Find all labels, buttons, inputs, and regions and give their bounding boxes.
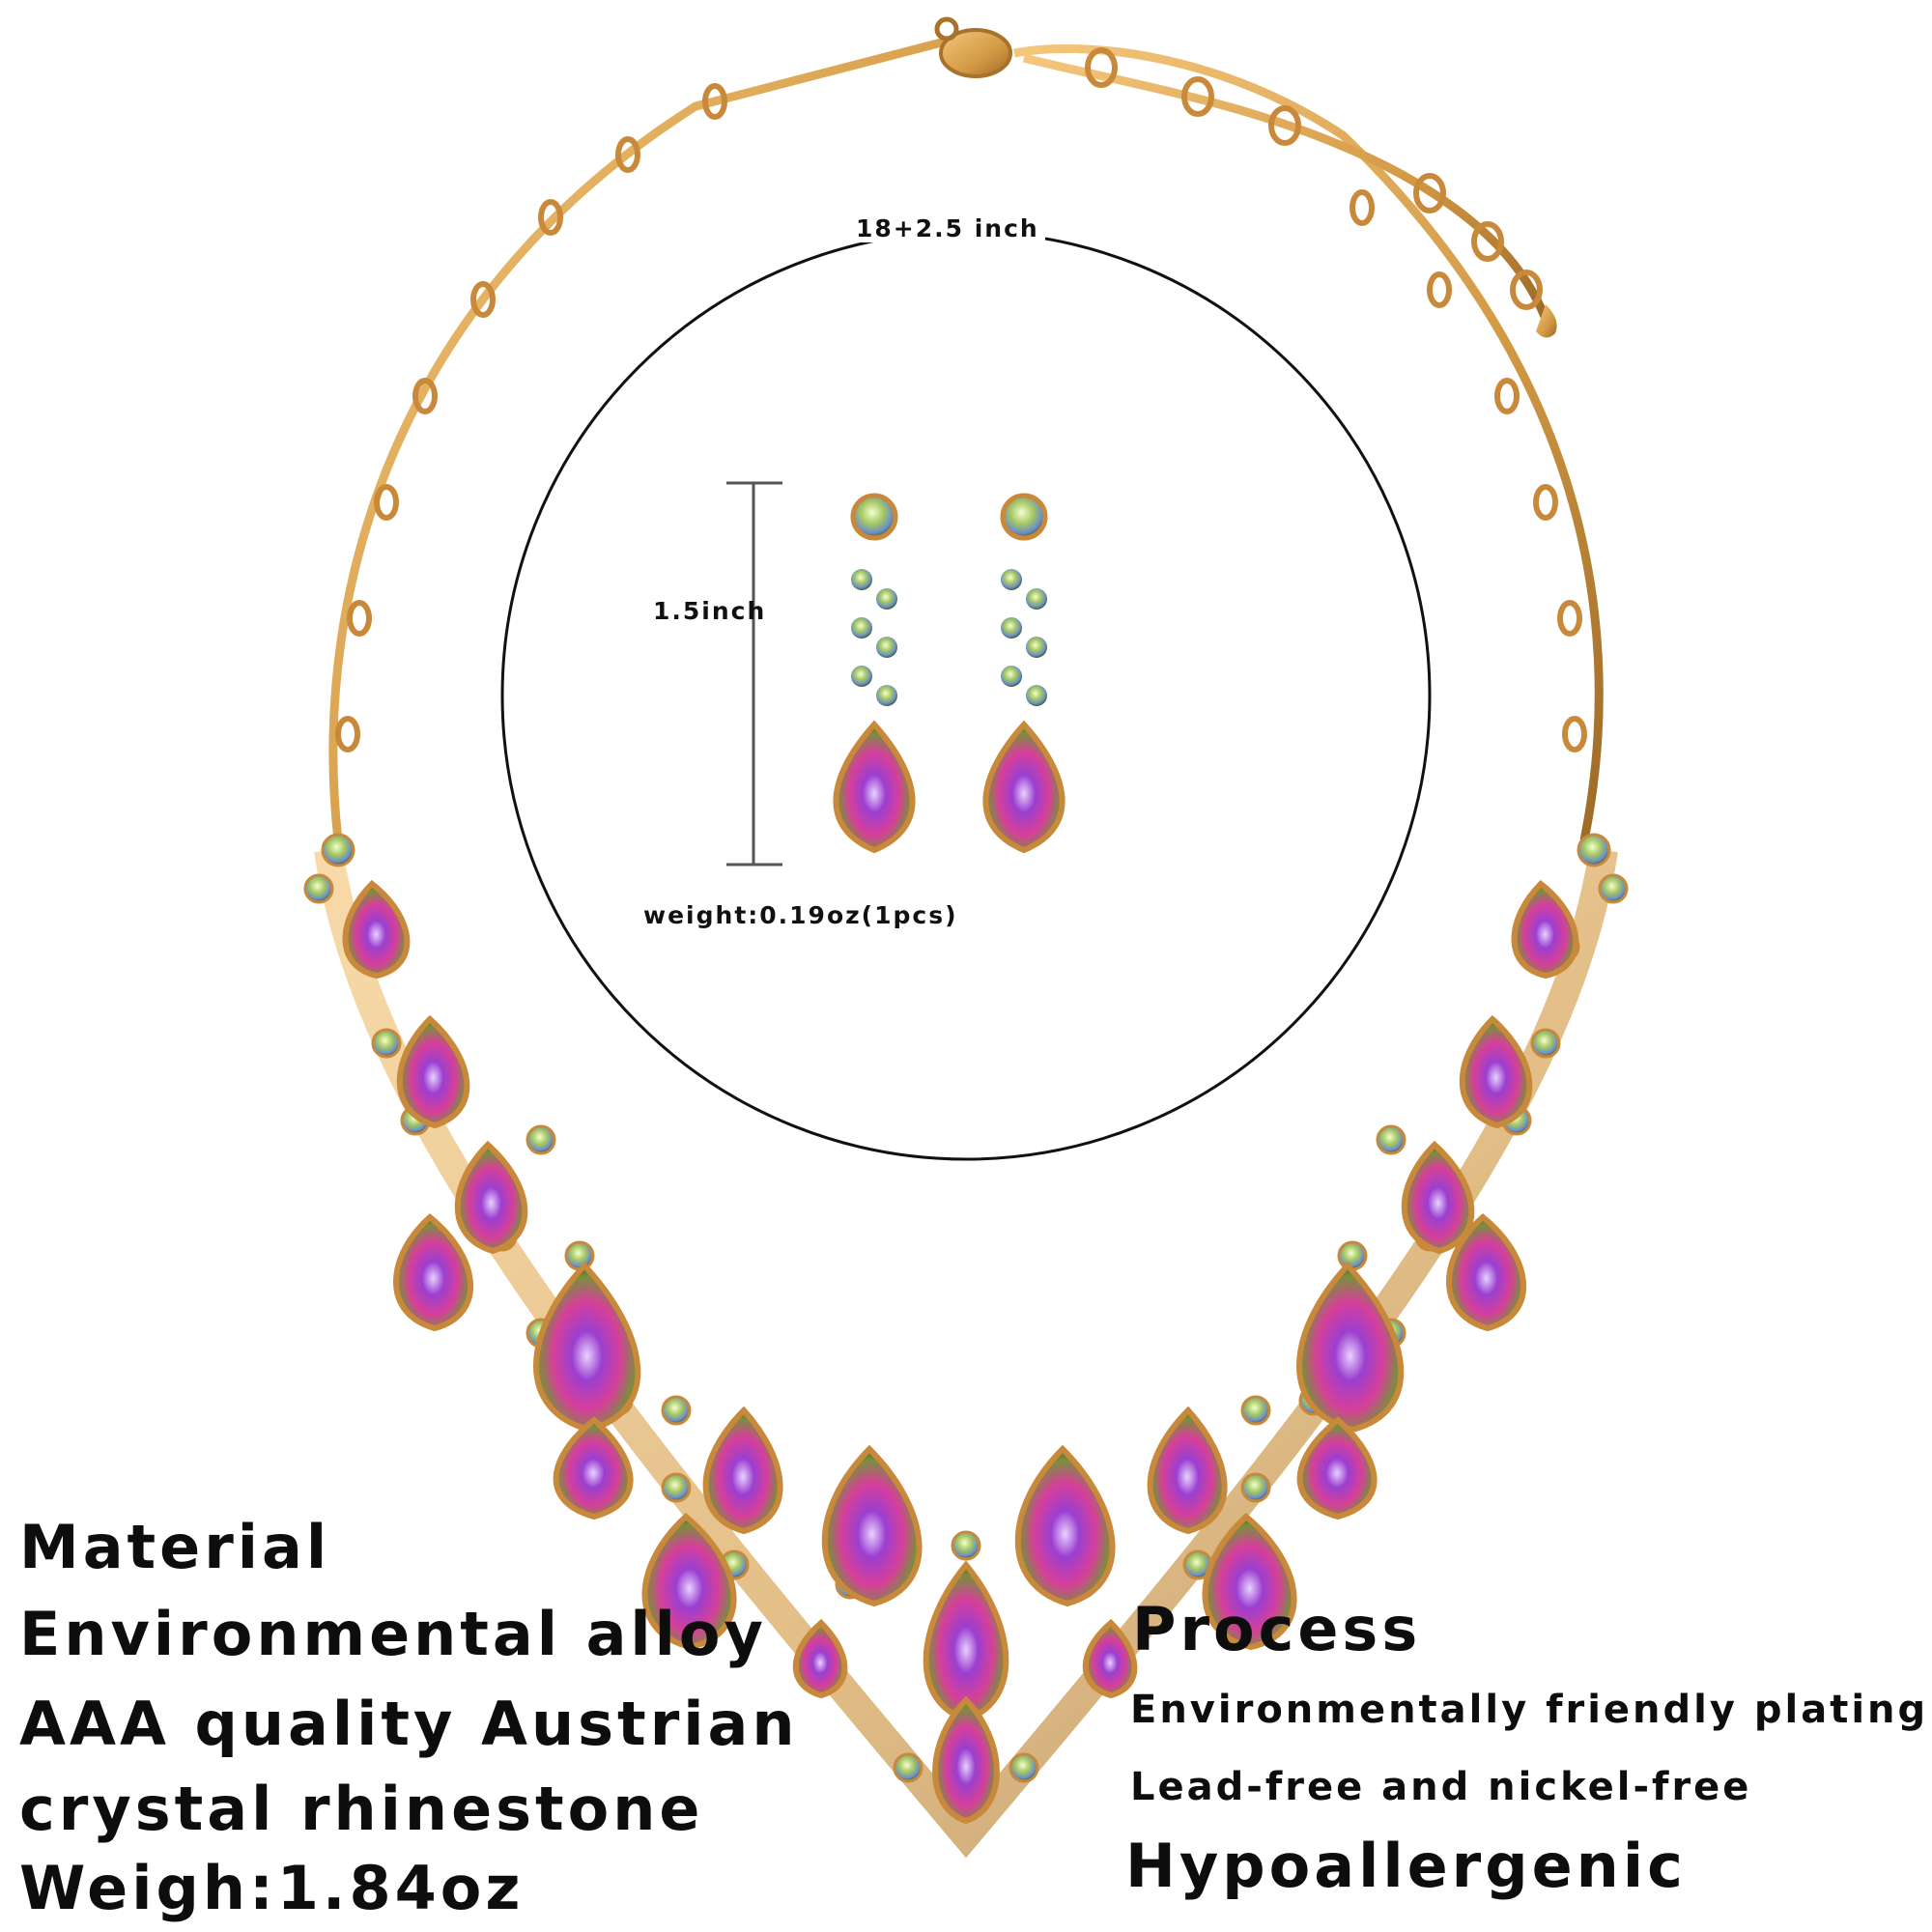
material-line-3: crystal rhinestone (19, 1774, 704, 1844)
process-line-1: Environmentally friendly plating (1130, 1688, 1929, 1732)
chain-end-drop (1536, 304, 1557, 338)
lobster-clasp (934, 16, 1012, 78)
material-heading: Material (19, 1512, 331, 1582)
necklace-length-label: 18+2.5 inch (850, 214, 1045, 242)
earring-length-label: 1.5inch (653, 597, 767, 625)
earring-length-bar (726, 481, 782, 867)
earring-right (982, 493, 1065, 854)
process-line-2: Lead-free and nickel-free (1130, 1765, 1752, 1809)
earring-left (833, 493, 916, 854)
process-heading: Process (1132, 1594, 1422, 1664)
chain-links (335, 47, 1587, 753)
process-line-3: Hypoallergenic (1125, 1831, 1687, 1901)
length-circle (500, 230, 1432, 1161)
material-line-2: AAA quality Austrian (19, 1689, 799, 1759)
necklace-chain (328, 34, 1604, 841)
earring-weight-label: weight:0.19oz(1pcs) (643, 901, 958, 929)
material-line-1: Environmental alloy (19, 1599, 767, 1669)
material-line-4: Weigh:1.84oz (19, 1853, 525, 1923)
necklace-pendant (303, 833, 1629, 1859)
